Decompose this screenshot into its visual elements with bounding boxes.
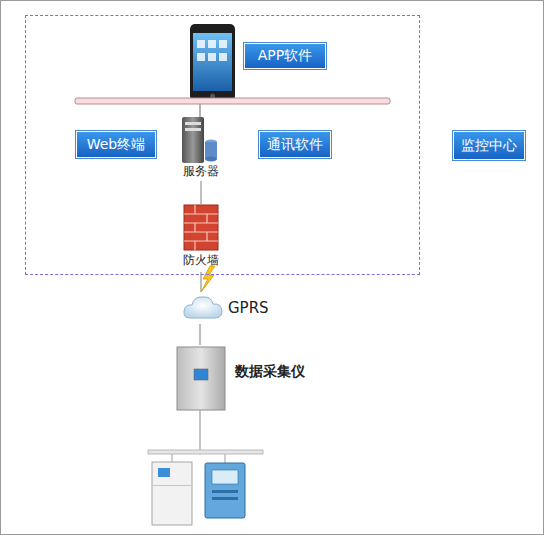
gprs-node: GPRS bbox=[180, 292, 280, 324]
node-label: 通讯软件 bbox=[267, 136, 323, 154]
analyzer-cabinet bbox=[152, 462, 192, 525]
collector-cabinet bbox=[177, 347, 225, 410]
phone-icon bbox=[190, 24, 235, 101]
node-label: 防火墙 bbox=[171, 252, 231, 269]
firewall-node: 防火墙 bbox=[171, 204, 231, 272]
node-label: 服务器 bbox=[171, 163, 231, 180]
label-box: APP软件 bbox=[244, 43, 326, 69]
cloud-icon bbox=[184, 297, 222, 318]
link-line bbox=[200, 181, 202, 204]
firewall-icon bbox=[184, 205, 218, 250]
node-label: APP软件 bbox=[258, 47, 312, 65]
server-icon bbox=[182, 117, 217, 163]
bus-drop bbox=[224, 454, 225, 463]
collector-node: 数据采集仪 bbox=[172, 345, 317, 412]
node-label: Web终端 bbox=[87, 136, 146, 154]
node-label: 监控中心 bbox=[453, 131, 525, 160]
network-bar bbox=[75, 98, 390, 104]
node-label: 数据采集仪 bbox=[235, 363, 305, 381]
lightning-symbol bbox=[201, 266, 215, 292]
bus-link bbox=[199, 410, 201, 450]
node-label: GPRS bbox=[228, 299, 269, 317]
flowmeter-device bbox=[205, 463, 245, 518]
link-line bbox=[200, 272, 202, 292]
label-box: 通讯软件 bbox=[259, 131, 331, 158]
field-bus bbox=[148, 450, 263, 454]
server-node: 服务器 bbox=[171, 114, 231, 181]
label-box: Web终端 bbox=[76, 131, 156, 158]
link-line bbox=[199, 324, 201, 345]
region-box: 监控中心APP软件Web终端通讯软件服务器防火墙 bbox=[25, 15, 420, 275]
bus-drop bbox=[171, 454, 172, 462]
bar-link bbox=[199, 104, 201, 117]
